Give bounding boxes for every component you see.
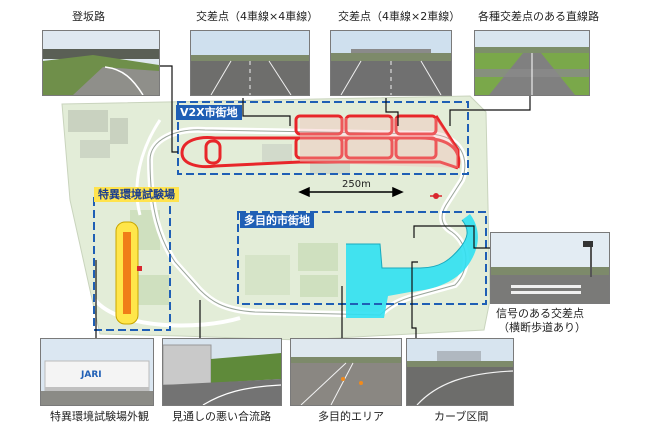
- map-building: [68, 110, 108, 132]
- photo-signal-intersection: [490, 232, 610, 304]
- caption-signal-line1: 信号のある交差点: [496, 307, 584, 320]
- multi-area-box: [237, 211, 487, 305]
- caption-merge-road: 見通しの悪い合流路: [172, 410, 271, 423]
- v2x-road-network: [180, 114, 461, 170]
- caption-straight-road: 各種交差点のある直線路: [478, 10, 599, 23]
- access-road: [93, 298, 241, 328]
- env-marker: [137, 266, 142, 271]
- v2x-area-label: V2X市街地: [176, 105, 242, 120]
- helipad-icon: [430, 193, 442, 199]
- photo-straight-road: [474, 30, 590, 96]
- photo-curve: [406, 338, 514, 406]
- leader-lines: [95, 65, 531, 338]
- scale-bar: [298, 186, 404, 198]
- multi-purpose-area: [346, 214, 478, 318]
- map-field: [300, 275, 338, 297]
- map-field: [298, 243, 338, 271]
- v2x-red-fill: [300, 118, 458, 168]
- access-road: [135, 119, 162, 216]
- env-test-site-core: [123, 232, 131, 314]
- photo-merge-road: [162, 338, 282, 406]
- caption-signal-line2: （横断歩道あり）: [498, 321, 586, 334]
- map-building: [110, 118, 128, 144]
- building-sign: JARI: [80, 370, 102, 380]
- multi-purpose-edge: [346, 219, 468, 269]
- map-field: [135, 275, 169, 305]
- multi-area-label: 多目的市街地: [240, 213, 314, 228]
- caption-curve: カーブ区間: [434, 410, 489, 423]
- caption-multi-area: 多目的エリア: [318, 410, 384, 423]
- caption-slope: 登坂路: [72, 10, 105, 23]
- caption-intersection-4x4: 交差点（4車線×4車線）: [196, 10, 319, 23]
- photo-multi-area: [290, 338, 402, 406]
- photo-env-building: JARI: [40, 338, 154, 406]
- env-area-label: 特異環境試験場: [94, 187, 179, 202]
- caption-intersection-4x2: 交差点（4車線×2車線）: [338, 10, 461, 23]
- map-building: [262, 144, 292, 162]
- caption-env-building: 特異環境試験場外観: [50, 410, 149, 423]
- v2x-area-box: [177, 101, 469, 175]
- photo-intersection-4x4: [190, 30, 310, 96]
- map-building: [80, 140, 110, 158]
- scale-label: 250m: [342, 179, 371, 190]
- photo-intersection-4x2: [330, 30, 452, 96]
- map-field: [245, 255, 290, 295]
- photo-slope: [42, 30, 160, 96]
